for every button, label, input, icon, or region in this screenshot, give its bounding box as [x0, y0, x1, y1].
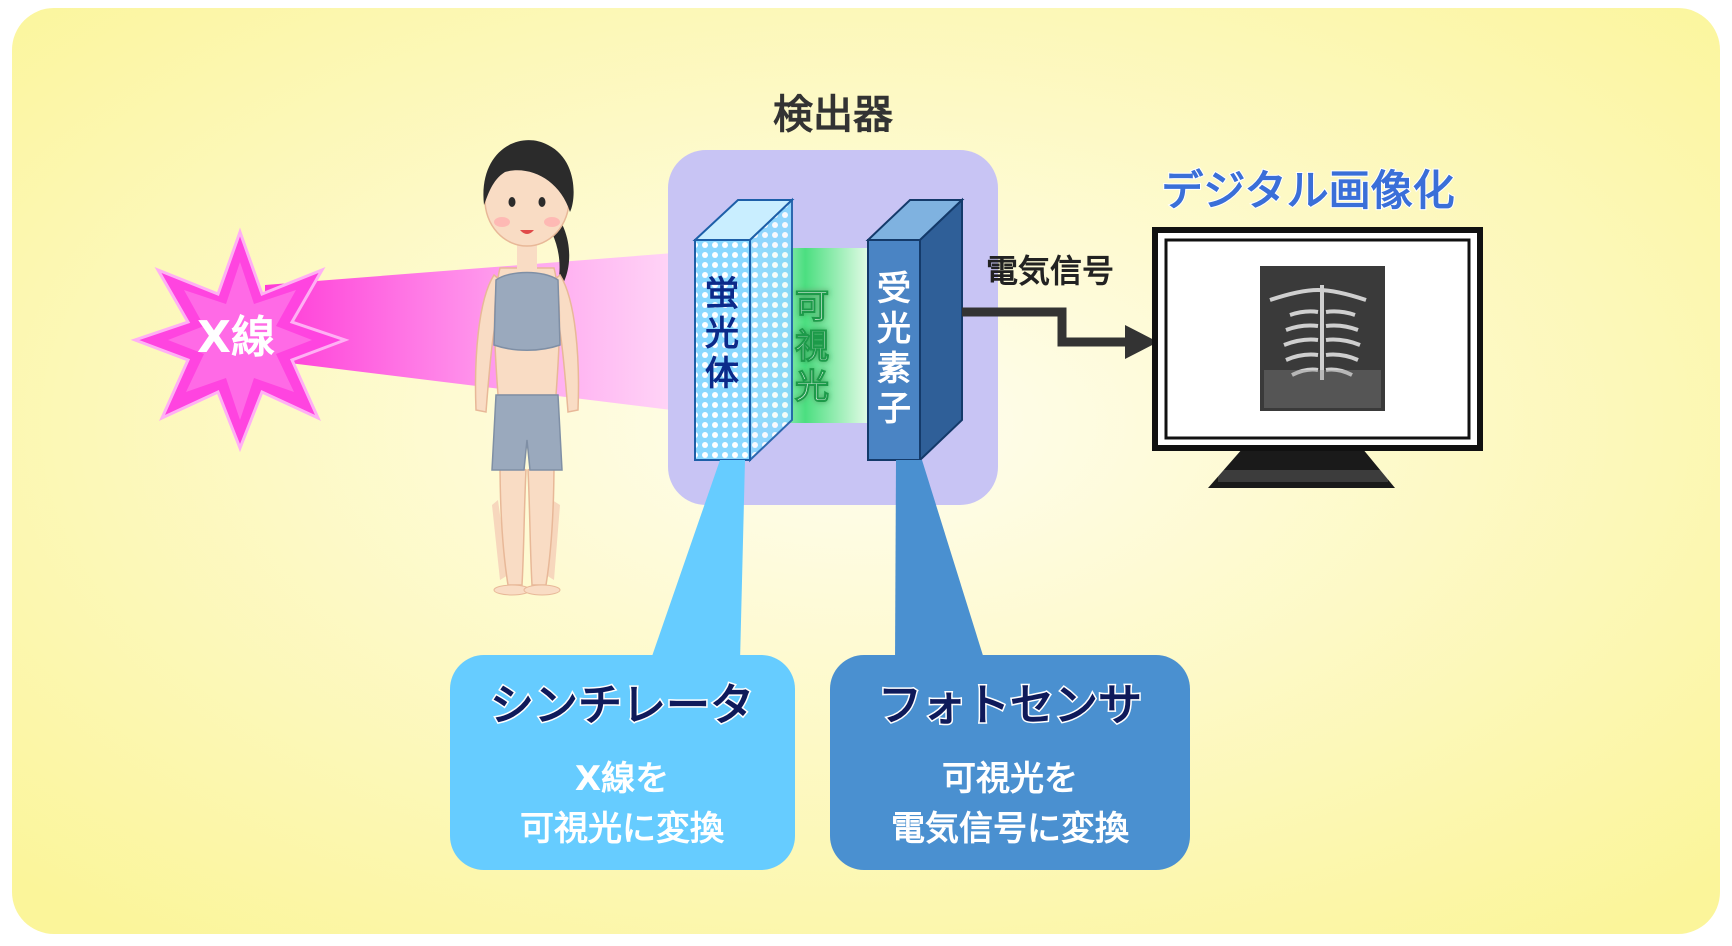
- photodetector-label-char-3: 素: [877, 349, 911, 389]
- scintillator-line2: 可視光に変換: [520, 809, 725, 849]
- phosphor-label-char-1: 蛍: [705, 274, 739, 314]
- photosensor-title: フォトセンサ: [878, 680, 1142, 731]
- svg-text:可: 可: [795, 287, 829, 327]
- phosphor-block: 蛍 光 体: [692, 197, 795, 463]
- phosphor-label-char-2: 光: [705, 314, 739, 354]
- photosensor-line2: 電気信号に変換: [891, 809, 1130, 849]
- electric-signal-label: 電気信号: [986, 252, 1114, 290]
- photodetector-label-char-2: 光: [877, 309, 911, 349]
- detector-title: 検出器: [773, 92, 894, 138]
- photodetector-block: 受 光 素 子: [865, 197, 965, 463]
- svg-text:視: 視: [795, 327, 829, 367]
- scintillator-line1: X線を: [575, 759, 669, 799]
- photodetector-label-char-1: 受: [877, 269, 911, 309]
- xray-label: X線: [197, 312, 275, 363]
- person-illustration: [474, 140, 580, 596]
- svg-text:光: 光: [795, 367, 829, 407]
- scintillator-pointer: [650, 460, 745, 662]
- monitor-icon: [1152, 227, 1483, 488]
- xray-source-icon: X線: [130, 227, 350, 453]
- photosensor-pointer: [895, 460, 985, 662]
- phosphor-label-char-3: 体: [705, 354, 739, 394]
- photodetector-label-char-4: 子: [877, 389, 911, 429]
- photosensor-callout: フォトセンサ 可視光を 電気信号に変換: [830, 655, 1190, 870]
- scintillator-callout: シンチレータ X線を 可視光に変換: [450, 655, 795, 870]
- scintillator-title: シンチレータ: [490, 680, 754, 731]
- signal-arrow: [962, 307, 1158, 359]
- chest-xray-icon: [1269, 285, 1367, 380]
- photosensor-line1: 可視光を: [942, 759, 1078, 799]
- visible-light-label: 可 視 光: [795, 287, 830, 408]
- digital-title: デジタル画像化: [1161, 166, 1454, 215]
